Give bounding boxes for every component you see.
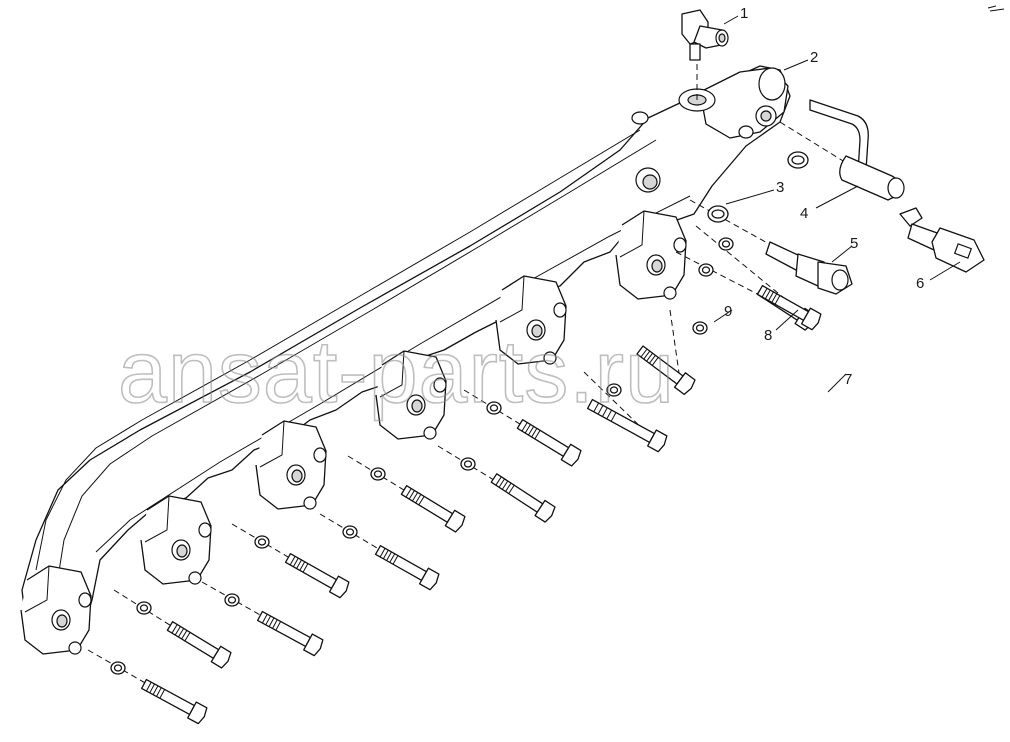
fastener-pair xyxy=(463,389,582,467)
watermark-text: ansat-parts.ru xyxy=(118,322,675,421)
leader-lines xyxy=(713,15,961,393)
bolt xyxy=(516,419,582,467)
part-6-connector-sensor xyxy=(899,207,985,273)
mounting-feet xyxy=(20,210,687,655)
part-4-bent-tube xyxy=(809,99,905,201)
callout-5: 5 xyxy=(850,235,858,252)
callout-4: 4 xyxy=(800,205,808,222)
mounting-foot xyxy=(140,495,212,585)
corner-mark xyxy=(987,5,1005,12)
callout-8: 8 xyxy=(764,327,772,344)
washer xyxy=(698,263,714,277)
bolt xyxy=(490,473,556,523)
callout-9: 9 xyxy=(724,303,732,320)
bolt xyxy=(166,621,232,669)
fastener-pair xyxy=(636,309,708,396)
fastener-pair xyxy=(231,523,350,599)
part-3-seal-ring xyxy=(707,151,809,223)
washer xyxy=(136,601,152,615)
fastener-pair xyxy=(583,371,668,453)
mounting-foot xyxy=(375,350,447,440)
washer xyxy=(486,401,502,415)
part-5-sensor xyxy=(765,241,853,295)
washer xyxy=(692,321,708,335)
washer xyxy=(718,237,734,251)
callout-7: 7 xyxy=(844,371,852,388)
callout-2: 2 xyxy=(810,49,818,66)
fastener-pair xyxy=(201,581,324,657)
washer xyxy=(254,535,270,549)
washer xyxy=(370,467,386,481)
fastener-pair xyxy=(347,455,466,533)
callout-6: 6 xyxy=(916,275,924,292)
mounting-foot xyxy=(255,420,327,510)
callout-3: 3 xyxy=(776,179,784,196)
bolt xyxy=(586,398,668,453)
washer xyxy=(606,383,622,397)
part-1-angle-connector xyxy=(681,9,729,61)
callout-labels: 1 2 3 4 5 6 7 8 9 xyxy=(724,5,924,388)
bolt xyxy=(756,284,822,331)
bolt xyxy=(140,678,208,725)
washer xyxy=(342,525,358,539)
mounting-foot xyxy=(20,565,92,655)
washer xyxy=(110,661,126,675)
fastener-pair xyxy=(319,513,440,591)
washer xyxy=(224,593,240,607)
washer xyxy=(460,457,476,471)
mounting-foot xyxy=(495,275,567,365)
bolt xyxy=(400,485,466,533)
fastener-pair xyxy=(437,445,556,523)
fastener-pair xyxy=(87,649,208,725)
bolt xyxy=(284,552,350,599)
mounting-foot xyxy=(615,210,687,300)
assembly-centerlines xyxy=(689,54,901,251)
bolt xyxy=(374,544,440,591)
bolt xyxy=(256,610,324,657)
bolt xyxy=(636,345,696,396)
fastener-pair xyxy=(113,589,232,669)
callout-1: 1 xyxy=(740,5,748,22)
